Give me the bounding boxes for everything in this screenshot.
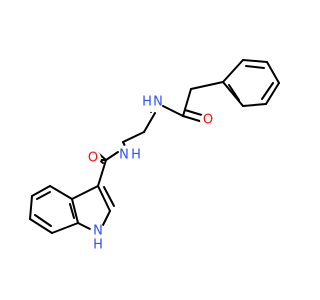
- phenyl-bond: [266, 61, 280, 84]
- indole-bond: [102, 210, 111, 226]
- phenyl-bond: [222, 59, 244, 83]
- phenyl-double-bond: [228, 84, 240, 101]
- indole-bond: [77, 222, 93, 231]
- linker-bond: [143, 112, 156, 133]
- indole-benzo-bond: [51, 222, 79, 234]
- phenyl-bond: [242, 103, 267, 107]
- linker-bond: [122, 131, 145, 143]
- indole-benzo-bond: [29, 218, 53, 234]
- carbonyl-oxygen-left: O: [88, 151, 98, 166]
- indole-benzo-double-bond: [34, 214, 52, 227]
- amide-bond: [105, 151, 119, 161]
- indole-bond: [97, 185, 111, 212]
- phenyl-bond: [222, 81, 244, 107]
- indole-benzo-double-bond: [69, 203, 75, 219]
- amide-nitrogen-left: N: [119, 148, 129, 163]
- carbonyl-double-bond: [182, 115, 204, 123]
- carbonyl-oxygen-right: O: [203, 113, 213, 128]
- indole-bond: [71, 185, 99, 200]
- amide-h-left: H: [131, 148, 141, 163]
- indole-bond: [71, 198, 79, 224]
- phenyl-double-bond: [245, 65, 265, 69]
- amide-bond: [162, 105, 184, 117]
- bonds: [29, 59, 280, 234]
- indole-double-bond: [103, 186, 115, 207]
- atom-labels: O H N O N H N H: [85, 94, 216, 253]
- carbonyl-double-bond: [184, 109, 206, 117]
- amide-nitrogen-right: N: [153, 95, 163, 110]
- aryl-amide-bond: [97, 159, 107, 187]
- amide-h-right: H: [142, 95, 152, 110]
- indole-benzo-double-bond: [36, 191, 51, 200]
- phenyl-bond: [265, 82, 280, 105]
- indole-h: H: [93, 238, 103, 253]
- indole-benzo-bond: [29, 195, 33, 220]
- chemical-structure: O H N O N H N H: [29, 59, 280, 253]
- benzyl-bond: [190, 81, 224, 90]
- indole-benzo-bond: [31, 185, 51, 197]
- indole-benzo-bond: [49, 185, 73, 200]
- acyl-bond: [182, 88, 192, 117]
- phenyl-double-bond: [261, 82, 274, 100]
- phenyl-bond: [242, 59, 268, 63]
- indole-nitrogen: N: [93, 224, 103, 239]
